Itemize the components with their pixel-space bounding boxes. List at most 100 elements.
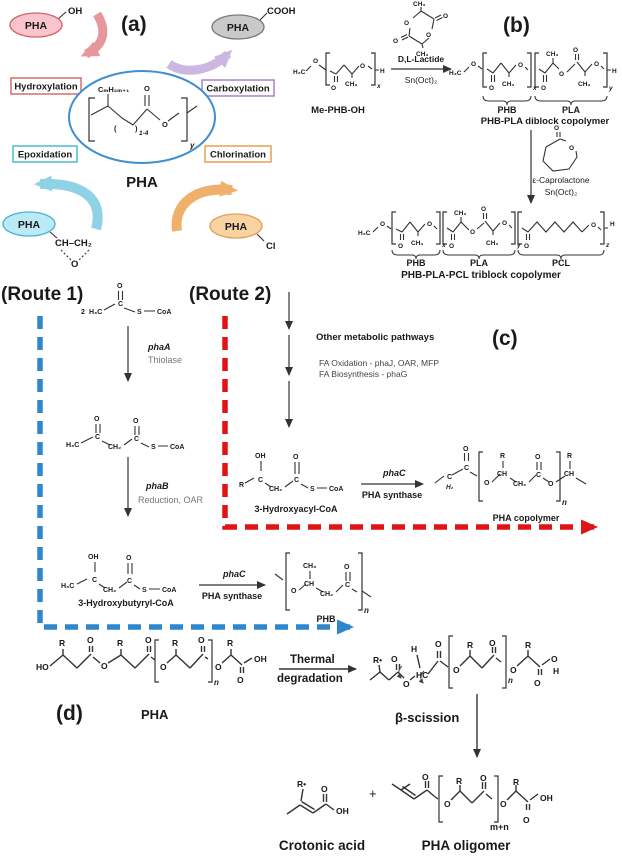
atom: R [567, 453, 572, 460]
atom: CH₂ [269, 486, 282, 493]
atom: O [534, 678, 541, 688]
atom: O [237, 675, 244, 685]
atom: R [117, 638, 123, 648]
chlorination-box [204, 145, 272, 163]
atom: OH [254, 654, 267, 664]
atom: O [470, 229, 475, 236]
atom: H₃C [358, 230, 371, 237]
atom: CoA [162, 587, 176, 594]
atom: CH [497, 471, 507, 478]
radical-intermediate-structure: R• O O HC H O O R O n O R O O H [369, 635, 559, 689]
paren-left: ( [114, 124, 117, 133]
atom: O [463, 446, 469, 453]
atom: C [294, 477, 299, 484]
atom: O [133, 418, 139, 425]
atom: H [380, 68, 385, 75]
pha-oh-ellipse-label: PHA [25, 20, 48, 32]
atom: O [321, 784, 328, 794]
me-phb-oh-bonds [305, 64, 379, 82]
subscript-x: x [441, 242, 446, 249]
acetoacetyl-coa-structure: H₃C C O CH₂ C O S CoA [66, 416, 184, 451]
pha-copolymer-label: PHA copolymer [493, 513, 560, 523]
lactide-exo-o2: O [393, 38, 398, 45]
degree-y: y [189, 141, 195, 150]
cooh-substituent: COOH [267, 6, 296, 17]
atom: S [137, 309, 142, 316]
subscript-m-plus-n: m+n [490, 822, 509, 832]
atom: O [331, 85, 336, 92]
atom: CH₃ [411, 240, 423, 247]
atom: C [345, 582, 350, 589]
pha-oligomer-label: PHA oligomer [422, 838, 512, 853]
fa-oxidation-label: FA Oxidation - phaJ, OAR, MFP [319, 358, 439, 368]
triblock-caption: PHB-PLA-PCL triblock copolymer [401, 270, 561, 281]
caprolactone-bonds [542, 132, 578, 172]
atom: C [95, 434, 100, 441]
atom: O [117, 283, 123, 290]
stoichiometry-2: 2 [81, 309, 85, 316]
hydroxyacyl-coa-label: 3-Hydroxyacyl-CoA [254, 504, 338, 514]
atom: O [594, 61, 599, 68]
atom: O [101, 661, 108, 671]
atom: H₃C [66, 442, 79, 449]
pla-block-label2: PLA [470, 258, 489, 268]
atom: O [524, 243, 529, 250]
atom: S [142, 587, 147, 594]
atom: HO [36, 662, 49, 672]
carbonyl-o: O [144, 84, 150, 93]
subscript-n: n [508, 676, 513, 685]
phaB-enzyme: phaB [145, 481, 169, 491]
atom: O [160, 662, 167, 672]
atom: CH₂ [320, 591, 333, 598]
pha-cooh-ellipse-label: PHA [227, 22, 250, 34]
crotonic-acid-label: Crotonic acid [279, 838, 365, 853]
pha-synthase-label-2: PHA synthase [202, 591, 262, 601]
me-phb-oh-label: Me-PHB-OH [311, 105, 365, 116]
atom: H [612, 68, 617, 75]
atom: O [573, 47, 578, 54]
atom: O [518, 62, 523, 69]
pha-synthase-label-1: PHA synthase [362, 490, 422, 500]
phb-block-label: PHB [497, 105, 517, 115]
atom: CH₃ [345, 81, 357, 88]
atom: HC [416, 670, 428, 680]
atom: O [453, 665, 460, 675]
epoxide-group: CH–CH₂ [55, 238, 92, 249]
beta-scission-label: β-scission [395, 710, 459, 725]
atom: O [391, 654, 398, 664]
fa-biosynthesis-label: FA Biosynthesis - phaG [319, 369, 407, 379]
atom: O [510, 665, 517, 675]
atom: S [310, 486, 315, 493]
atom: R [513, 777, 519, 787]
lactide-ring-o2: O [426, 32, 431, 39]
atom: O [551, 654, 558, 664]
atom: CoA [157, 309, 171, 316]
pcl-block-label: PCL [552, 258, 571, 268]
pha-polymer-brackets [154, 639, 213, 683]
atom: R [467, 640, 473, 650]
atom: H [553, 666, 559, 676]
atom: R [59, 638, 65, 648]
atom: O [360, 63, 365, 70]
epoxidation-label: Epoxidation [18, 150, 73, 161]
subscript-y: y [516, 242, 521, 249]
phb-bonds [274, 571, 372, 598]
atom: O [541, 85, 546, 92]
atom: OH [336, 806, 349, 816]
atom: O [87, 635, 94, 645]
atom: O [449, 243, 454, 250]
route1-label: (Route 1) [1, 284, 83, 305]
crotonic-acid-structure: R• O OH Crotonic acid [279, 779, 365, 853]
cl-substituent: Cl [266, 241, 276, 252]
atom: O [500, 799, 507, 809]
atom: O [480, 773, 487, 783]
hydroxylation-box [10, 77, 82, 95]
panel-c-tag: (c) [492, 327, 518, 350]
atom: CH [564, 471, 574, 478]
atom: S [151, 444, 156, 451]
panel-d-tag: (d) [56, 702, 83, 725]
pha-label: PHA [141, 707, 169, 722]
hydroxyacyl-coa-structure: OH O R C CH₂ C S CoA 3-Hydroxyacyl-CoA [239, 453, 343, 514]
atom: H₂ [446, 484, 454, 491]
epoxide-oxygen: O [71, 259, 78, 270]
